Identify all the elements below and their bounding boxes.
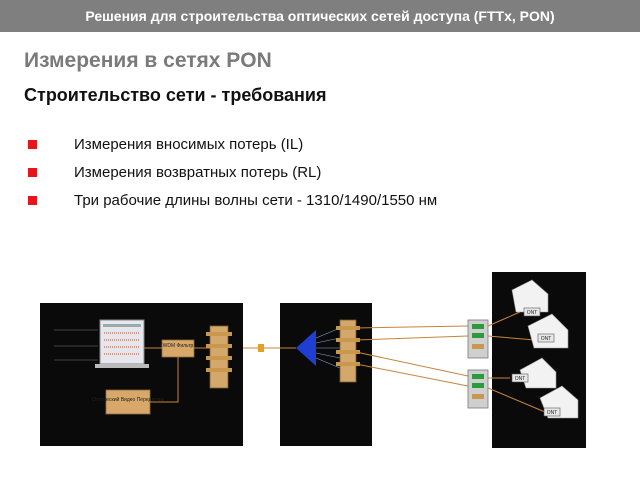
list-item: Измерения возвратных потерь (RL) xyxy=(26,163,437,191)
fiber-line xyxy=(150,357,179,403)
distribution-fiber xyxy=(355,335,469,341)
ont-label: ONT xyxy=(527,310,538,316)
bullet-square-icon xyxy=(28,140,37,149)
list-item-text: Три рабочие длины волны сети - 1310/1490… xyxy=(74,192,438,209)
optical-splitter-icon xyxy=(296,330,316,366)
ont-label: ONT xyxy=(515,376,526,382)
page-subtitle: Строительство сети - требования xyxy=(24,85,327,105)
subscriber-house-icon: ONT xyxy=(527,313,569,349)
bullet-square-icon xyxy=(28,196,37,205)
list-item: Три рабочие длины волны сети - 1310/1490… xyxy=(26,191,437,219)
requirements-list: Измерения вносимых потерь (IL) Измерения… xyxy=(26,135,437,219)
page-title: Измерения в сетях PON xyxy=(24,49,272,72)
bullet-square-icon xyxy=(28,168,37,177)
wdm-label: WDM Фильтр xyxy=(163,343,194,349)
splitter-panel xyxy=(280,303,372,446)
distribution-fiber xyxy=(355,325,469,329)
patch-panel-olt xyxy=(206,325,232,389)
terminal-box-2 xyxy=(467,369,489,409)
distribution-fiber xyxy=(355,363,469,387)
header-title: Решения для строительства оптических сет… xyxy=(85,8,555,24)
ont-label: ONT xyxy=(541,336,552,342)
terminal-box-1 xyxy=(467,319,489,359)
patch-panel-splitter xyxy=(336,319,360,383)
olt-rack-icon xyxy=(95,319,149,368)
video-transmitter-label: Оптический Видео Передатчик xyxy=(92,396,165,403)
subscriber-house-icon: ONT xyxy=(539,385,579,419)
subscriber-house-icon: ONT xyxy=(511,279,549,317)
header-bar: Решения для строительства оптических сет… xyxy=(0,0,640,32)
list-item-text: Измерения вносимых потерь (IL) xyxy=(74,136,304,153)
trunk-connector xyxy=(258,344,264,352)
distribution-fiber xyxy=(355,351,469,377)
wdm-filter-box: WDM Фильтр xyxy=(161,339,195,358)
ont-label: ONT xyxy=(547,410,558,416)
list-item: Измерения вносимых потерь (IL) xyxy=(26,135,437,163)
subscriber-house-icon: ONT xyxy=(511,357,557,389)
list-item-text: Измерения возвратных потерь (RL) xyxy=(74,164,322,181)
